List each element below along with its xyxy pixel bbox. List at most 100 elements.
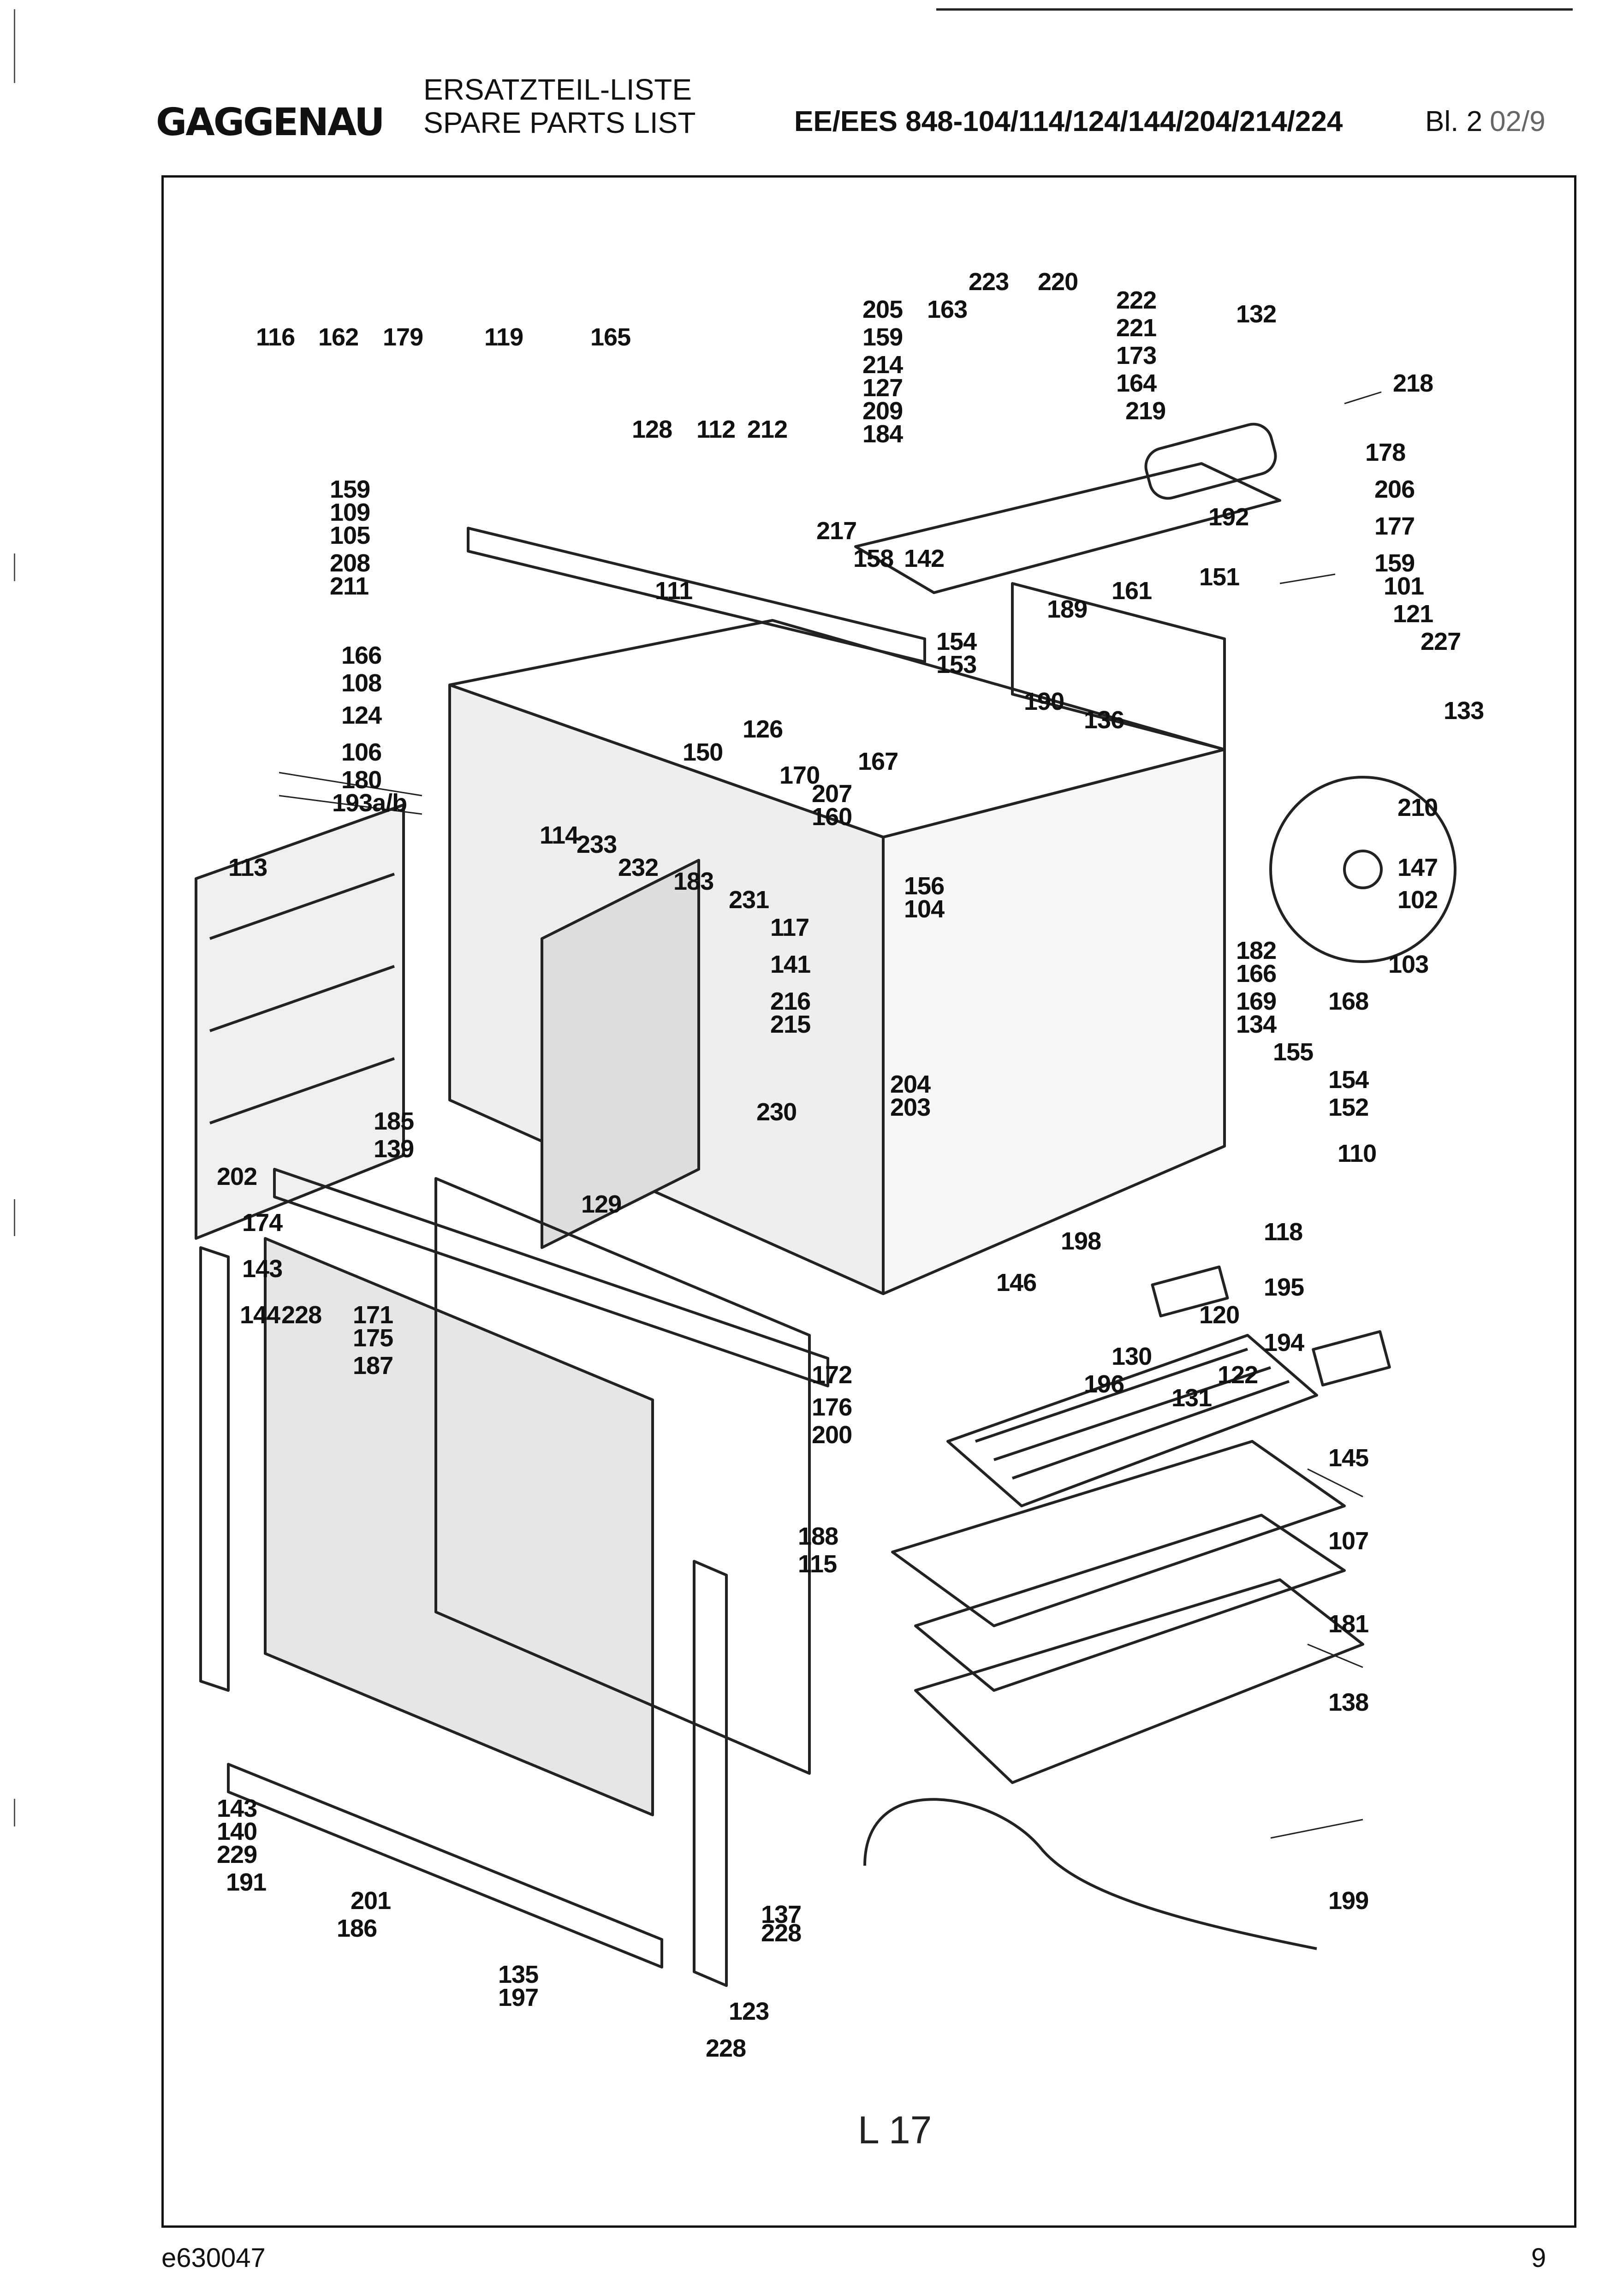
part-label: 188 bbox=[798, 1523, 838, 1550]
part-label: 130 bbox=[1112, 1343, 1152, 1370]
part-label: 151 bbox=[1199, 563, 1240, 591]
part-label: 116 bbox=[256, 323, 295, 351]
part-label: 187 bbox=[353, 1352, 393, 1380]
document-number: e630047 bbox=[161, 2243, 266, 2273]
part-label: 120 bbox=[1199, 1301, 1240, 1329]
part-label: 198 bbox=[1061, 1227, 1101, 1255]
part-label: 146 bbox=[996, 1269, 1037, 1297]
part-label: 205 bbox=[862, 296, 903, 323]
part-label: 217 bbox=[816, 517, 857, 545]
sheet-number: Bl. 2 bbox=[1425, 106, 1483, 137]
part-label: 144 bbox=[240, 1301, 280, 1329]
part-label: 159 bbox=[862, 323, 903, 351]
part-label: 232 bbox=[618, 854, 659, 881]
part-label: 228 bbox=[706, 2034, 746, 2062]
part-label: 110 bbox=[1338, 1140, 1377, 1167]
part-label: 113 bbox=[228, 854, 268, 881]
part-label: 115 bbox=[798, 1550, 837, 1578]
top-rail bbox=[467, 527, 926, 663]
part-label: 231 bbox=[729, 886, 769, 914]
part-label: 159 bbox=[1374, 549, 1415, 577]
part-label: 160 bbox=[812, 803, 852, 831]
part-label: 210 bbox=[1397, 794, 1438, 821]
part-label: 180 bbox=[341, 766, 382, 794]
part-label: 107 bbox=[1328, 1527, 1369, 1555]
part-label: 207 bbox=[812, 780, 852, 808]
part-label: 176 bbox=[812, 1393, 852, 1421]
part-label: 102 bbox=[1397, 886, 1438, 914]
part-label: 114 bbox=[540, 821, 579, 849]
part-label: 197 bbox=[498, 1984, 539, 2011]
part-label: 121 bbox=[1393, 600, 1433, 628]
part-label: 166 bbox=[1236, 960, 1277, 987]
part-label: 111 bbox=[655, 577, 693, 605]
part-label: 169 bbox=[1236, 987, 1277, 1015]
part-label: 152 bbox=[1328, 1094, 1369, 1121]
binding-margin-mark bbox=[14, 1799, 15, 1826]
part-label: 181 bbox=[1328, 1610, 1369, 1638]
part-label: 229 bbox=[217, 1841, 257, 1868]
part-label: 117 bbox=[770, 914, 809, 941]
door-glass bbox=[264, 1237, 654, 1816]
part-label: 135 bbox=[498, 1961, 539, 1988]
part-label: 154 bbox=[1328, 1066, 1369, 1094]
drip-pan bbox=[914, 1578, 1364, 1784]
part-label: 173 bbox=[1116, 342, 1157, 369]
sheet-marker: L 17 bbox=[858, 2108, 932, 2152]
part-label: 129 bbox=[581, 1190, 622, 1218]
part-label: 104 bbox=[904, 895, 945, 923]
part-label: 164 bbox=[1116, 369, 1157, 397]
part-label: 142 bbox=[904, 545, 945, 572]
part-label: 101 bbox=[1384, 572, 1424, 600]
door-side-profile bbox=[693, 1560, 728, 1987]
header-rule bbox=[936, 8, 1573, 11]
part-label: 143 bbox=[217, 1795, 257, 1822]
exploded-view-frame bbox=[161, 175, 1576, 2228]
part-label: 168 bbox=[1328, 987, 1369, 1015]
part-label: 170 bbox=[779, 761, 820, 789]
part-label: 228 bbox=[761, 1919, 802, 1947]
part-label: 192 bbox=[1208, 503, 1249, 531]
part-label: 156 bbox=[904, 872, 945, 900]
part-label: 212 bbox=[747, 416, 788, 443]
part-label: 145 bbox=[1328, 1444, 1369, 1472]
part-label: 196 bbox=[1084, 1370, 1124, 1398]
part-label: 211 bbox=[330, 572, 369, 600]
part-label: 153 bbox=[936, 651, 977, 678]
part-label: 177 bbox=[1374, 512, 1415, 540]
part-label: 191 bbox=[226, 1868, 267, 1896]
convection-fan bbox=[1269, 776, 1456, 963]
oven-exploded-diagram bbox=[195, 391, 1456, 1987]
part-label: 154 bbox=[936, 628, 977, 655]
part-label: 182 bbox=[1236, 937, 1277, 964]
part-label: 140 bbox=[217, 1818, 257, 1845]
part-label: 105 bbox=[330, 522, 370, 549]
part-label: 131 bbox=[1171, 1384, 1212, 1412]
part-label: 185 bbox=[374, 1107, 414, 1135]
grill-heating-element bbox=[946, 1334, 1318, 1507]
part-label: 159 bbox=[330, 476, 370, 503]
part-label: 214 bbox=[862, 351, 903, 379]
part-label: 199 bbox=[1328, 1887, 1369, 1915]
part-label: 112 bbox=[696, 416, 736, 443]
part-label: 223 bbox=[969, 268, 1009, 296]
part-label: 103 bbox=[1388, 951, 1429, 978]
part-label: 221 bbox=[1116, 314, 1157, 342]
part-label: 109 bbox=[330, 499, 370, 526]
fan-motor bbox=[1144, 422, 1277, 500]
meat-probe-cable bbox=[863, 1798, 1317, 1950]
part-label: 108 bbox=[341, 669, 382, 697]
part-label: 183 bbox=[673, 868, 714, 895]
part-label: 128 bbox=[632, 416, 672, 443]
part-label: 203 bbox=[890, 1094, 931, 1121]
part-label: 139 bbox=[374, 1135, 414, 1163]
part-label: 147 bbox=[1397, 854, 1438, 881]
part-label: 215 bbox=[770, 1011, 811, 1038]
part-label: 172 bbox=[812, 1361, 852, 1389]
part-label: 222 bbox=[1116, 286, 1157, 314]
document-type-german: ERSATZTEIL-LISTE bbox=[423, 73, 692, 106]
part-label: 200 bbox=[812, 1421, 852, 1449]
document-type-english: SPARE PARTS LIST bbox=[423, 106, 696, 139]
part-label: 122 bbox=[1218, 1361, 1258, 1389]
part-label: 204 bbox=[890, 1071, 931, 1098]
